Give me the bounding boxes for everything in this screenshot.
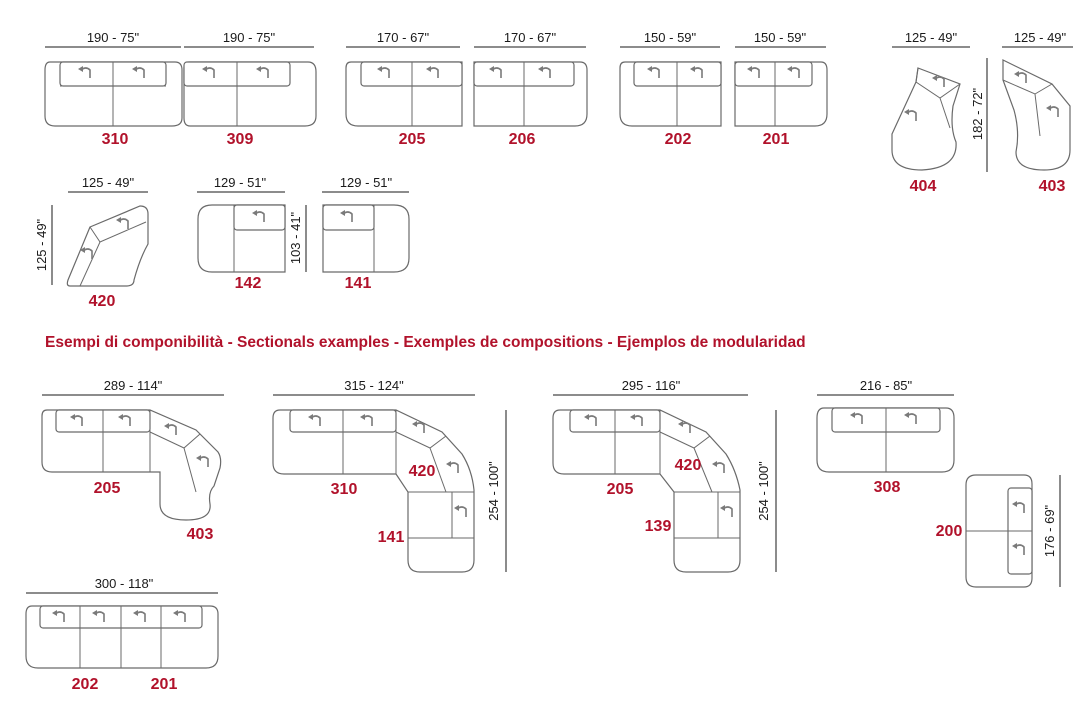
module-403-depth: 182 - 72"	[970, 87, 985, 140]
module-205: 170 - 67" 205	[345, 30, 463, 148]
module-142-code: 142	[235, 275, 262, 292]
example-3-width: 295 - 116"	[622, 378, 681, 393]
module-420: 125 - 49" 125 - 49" 420	[34, 175, 149, 310]
section-title: Esempi di componibilità - Sectionals exa…	[45, 334, 806, 351]
module-142-width: 129 - 51"	[214, 175, 267, 190]
module-201-width: 150 - 59"	[754, 30, 807, 45]
module-141-width: 129 - 51"	[340, 175, 393, 190]
example-3-code-420: 420	[675, 457, 702, 474]
module-420-width: 125 - 49"	[82, 175, 135, 190]
module-309: 190 - 75" 309	[183, 30, 317, 148]
module-206-code: 206	[509, 131, 536, 148]
example-1-code-403: 403	[187, 526, 214, 543]
module-420-code: 420	[89, 293, 116, 310]
example-3-depth: 254 - 100"	[756, 461, 771, 521]
example-6-code-201: 201	[151, 676, 178, 693]
module-202: 150 - 59" 202	[619, 30, 722, 148]
example-2-code-310: 310	[331, 481, 358, 498]
module-202-code: 202	[665, 131, 692, 148]
module-201-code: 201	[763, 131, 790, 148]
example-6-code-202: 202	[72, 676, 99, 693]
module-404-width: 125 - 49"	[905, 30, 958, 45]
module-403-width: 125 - 49"	[1014, 30, 1067, 45]
example-2-code-420: 420	[409, 463, 436, 480]
module-309-width: 190 - 75"	[223, 30, 276, 45]
example-1: 289 - 114" 205 403	[41, 378, 224, 543]
module-202-width: 150 - 59"	[644, 30, 697, 45]
example-6: 300 - 118" 202 201	[25, 576, 219, 693]
example-5-code-200: 200	[936, 523, 963, 540]
example-1-width: 289 - 114"	[104, 378, 163, 393]
module-205-code: 205	[399, 131, 426, 148]
module-404: 125 - 49" 404	[891, 30, 970, 195]
example-2-depth: 254 - 100"	[486, 461, 501, 521]
module-309-code: 309	[227, 131, 254, 148]
module-142: 129 - 51" 103 - 41" 142	[197, 175, 307, 292]
module-310-width: 190 - 75"	[87, 30, 140, 45]
module-403-code: 403	[1039, 178, 1066, 195]
module-201: 150 - 59" 201	[734, 30, 828, 148]
example-4-code-308: 308	[874, 479, 901, 496]
example-4: 216 - 85" 308	[816, 378, 955, 496]
example-3-code-139: 139	[645, 518, 672, 535]
example-3-code-205: 205	[607, 481, 634, 498]
example-5: 176 - 69" 200	[936, 474, 1061, 588]
example-2-width: 315 - 124"	[344, 378, 404, 393]
module-205-width: 170 - 67"	[377, 30, 430, 45]
module-141: 129 - 51" 141	[322, 175, 410, 292]
module-420-depth: 125 - 49"	[34, 218, 49, 271]
example-1-code-205: 205	[94, 480, 121, 497]
example-3: 295 - 116" 254 - 100" 205 420 139	[552, 378, 777, 573]
module-403: 125 - 49" 182 - 72" 403	[970, 30, 1073, 195]
example-4-width: 216 - 85"	[860, 378, 913, 393]
module-404-code: 404	[910, 178, 937, 195]
module-142-depth: 103 - 41"	[288, 211, 303, 264]
module-310-code: 310	[102, 131, 129, 148]
example-6-width: 300 - 118"	[95, 576, 154, 591]
example-2-code-141: 141	[378, 529, 405, 546]
module-206-width: 170 - 67"	[504, 30, 557, 45]
example-2: 315 - 124" 254 - 100" 310 420 141	[272, 378, 507, 573]
module-310: 190 - 75" 310	[44, 30, 183, 148]
example-5-depth: 176 - 69"	[1042, 504, 1057, 557]
module-141-code: 141	[345, 275, 372, 292]
module-206: 170 - 67" 206	[473, 30, 588, 148]
